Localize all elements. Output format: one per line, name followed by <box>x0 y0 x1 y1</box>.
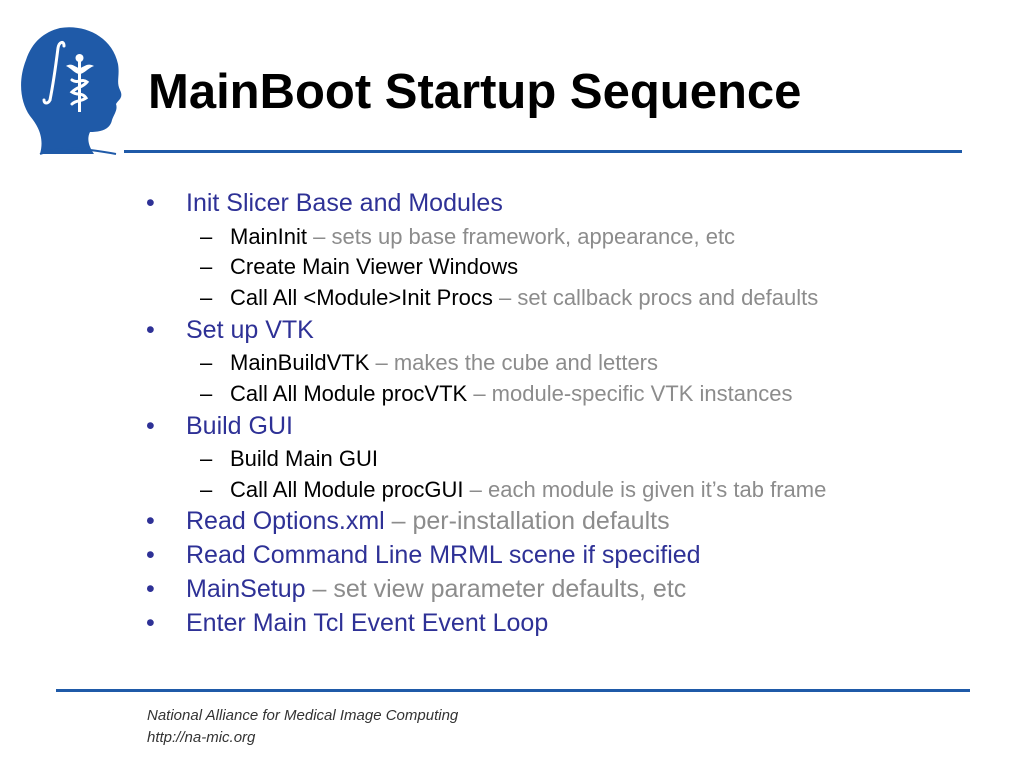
sub-bullet-item: –Call All Module procVTK – module-specif… <box>200 383 792 405</box>
bullet-text: Read Command Line MRML scene if specifie… <box>186 541 701 569</box>
bullet-item: • MainSetup – set view parameter defaults… <box>146 577 686 602</box>
bullet-item: • Read Command Line MRML scene if specifi… <box>146 543 701 568</box>
bullet-text: Init Slicer Base and Modules <box>186 189 503 217</box>
sub-bullet-note: – makes the cube and letters <box>369 350 659 375</box>
slicer-logo-icon <box>21 27 122 155</box>
sub-bullet-text: Create Main Viewer Windows <box>230 254 519 279</box>
bullet-item: • Init Slicer Base and Modules <box>146 191 503 216</box>
bullet-marker: • <box>146 541 155 569</box>
sub-bullet-note: – sets up base framework, appearance, et… <box>307 224 736 249</box>
bullet-note: – set view parameter defaults, etc <box>305 575 687 603</box>
bullet-item: • Enter Main Tcl Event Event Loop <box>146 611 548 636</box>
sub-bullet-item: –Build Main GUI <box>200 448 378 470</box>
bullet-marker: • <box>146 507 155 535</box>
sub-bullet-text: Build Main GUI <box>230 446 378 471</box>
sub-bullet-item: –Call All Module procGUI – each module i… <box>200 479 826 501</box>
bullet-text: Enter Main Tcl Event Event Loop <box>186 609 549 637</box>
dash-marker: – <box>200 285 213 310</box>
bullet-item: • Read Options.xml – per-installation def… <box>146 509 670 534</box>
sub-bullet-note: – set callback procs and defaults <box>492 285 819 310</box>
sub-bullet-text: Call All Module procGUI <box>230 477 464 502</box>
bullet-item: • Set up VTK <box>146 318 314 343</box>
bullet-note: – per-installation defaults <box>384 507 670 535</box>
bullet-text: Set up VTK <box>186 316 314 344</box>
sub-bullet-note: – module-specific VTK instances <box>467 381 793 406</box>
dash-marker: – <box>200 381 213 406</box>
bullet-marker: • <box>146 316 155 344</box>
sub-bullet-text: Call All <Module>Init Procs <box>230 285 493 310</box>
bullet-marker: • <box>146 575 155 603</box>
footer-org: National Alliance for Medical Image Comp… <box>147 707 459 724</box>
dash-marker: – <box>200 477 213 502</box>
bullet-text: Build GUI <box>186 412 293 440</box>
sub-bullet-text: MainBuildVTK <box>230 350 370 375</box>
bullet-text: Read Options.xml <box>186 507 385 535</box>
sub-bullet-text: MainInit <box>230 224 308 249</box>
bullet-marker: • <box>146 609 155 637</box>
sub-bullet-item: –MainBuildVTK – makes the cube and lette… <box>200 352 658 374</box>
bullet-text: MainSetup <box>186 575 306 603</box>
sub-bullet-item: –Create Main Viewer Windows <box>200 256 518 278</box>
dash-marker: – <box>200 254 213 279</box>
footer-divider <box>56 689 970 692</box>
dash-marker: – <box>200 446 213 471</box>
sub-bullet-item: –Call All <Module>Init Procs – set callb… <box>200 287 818 309</box>
slide-title: MainBoot Startup Sequence <box>148 65 802 119</box>
bullet-marker: • <box>146 412 155 440</box>
bullet-item: • Build GUI <box>146 414 293 439</box>
title-divider <box>124 150 962 153</box>
sub-bullet-item: –MainInit – sets up base framework, appe… <box>200 226 735 248</box>
dash-marker: – <box>200 224 213 249</box>
bullet-marker: • <box>146 189 155 217</box>
sub-bullet-note: – each module is given it’s tab frame <box>463 477 827 502</box>
sub-bullet-text: Call All Module procVTK <box>230 381 468 406</box>
footer-url: http://na-mic.org <box>147 729 256 746</box>
dash-marker: – <box>200 350 213 375</box>
